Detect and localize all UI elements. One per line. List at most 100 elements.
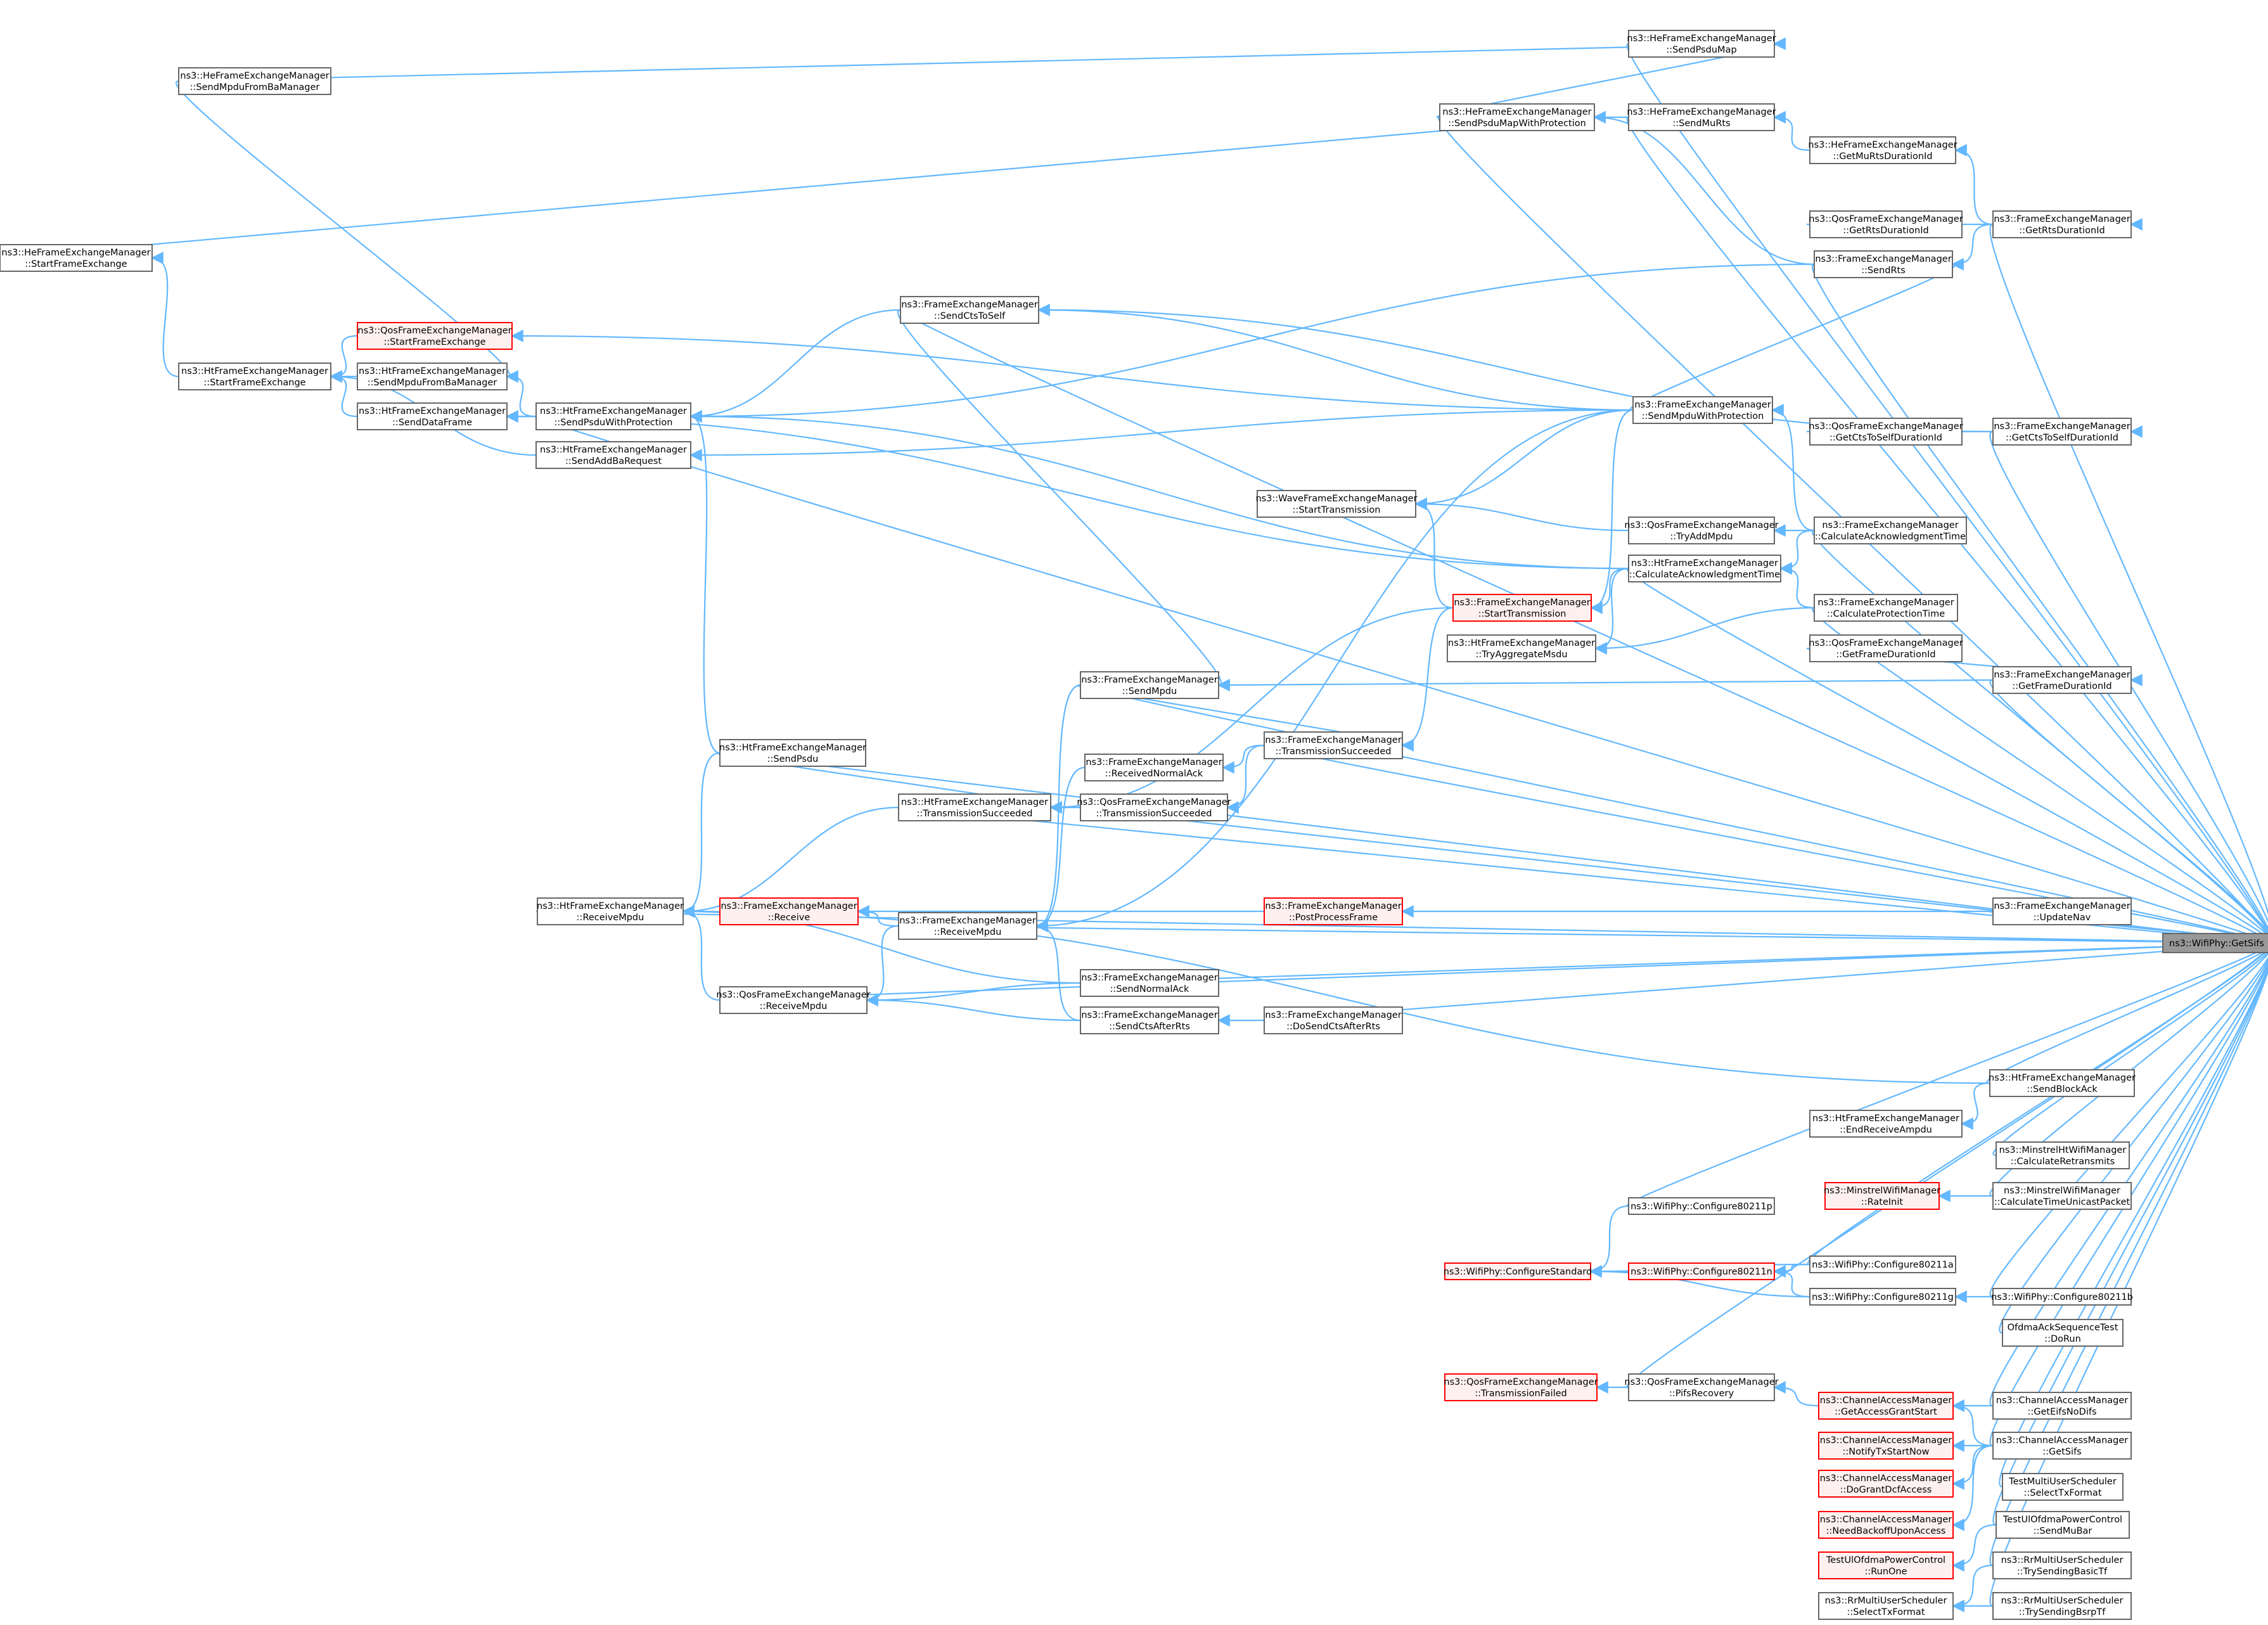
graph-node-testulofdma-runone[interactable]: TestUlOfdmaPowerControl::RunOne xyxy=(1818,1551,1954,1579)
node-box xyxy=(0,244,153,272)
graph-node-qos-receivempdu[interactable]: ns3::QosFrameExchangeManager::ReceiveMpd… xyxy=(716,986,871,1014)
graph-node-he-sendpsdumap[interactable]: ns3::HeFrameExchangeManager::SendPsduMap xyxy=(1627,30,1776,58)
graph-node-cam-geteifsnodifs[interactable]: ns3::ChannelAccessManager::GetEifsNoDifs xyxy=(1992,1392,2132,1420)
graph-node-ht-sendpsduwp[interactable]: ns3::HtFrameExchangeManager::SendPsduWit… xyxy=(535,402,691,430)
graph-node-qos-tryaddmpdu[interactable]: ns3::QosFrameExchangeManager::TryAddMpdu xyxy=(1624,517,1779,544)
graph-node-fem-calcprottime[interactable]: ns3::FrameExchangeManager::CalculateProt… xyxy=(1814,594,1958,622)
graph-node-wave-starttx[interactable]: ns3::WaveFrameExchangeManager::StartTran… xyxy=(1255,490,1418,518)
call-edge xyxy=(1414,409,1634,510)
call-edge xyxy=(1593,111,1815,266)
node-box xyxy=(1824,1182,1940,1210)
node-label-line: ns3::WifiPhy::Configure80211g xyxy=(1812,1292,1954,1302)
graph-node-ht-txsucceeded[interactable]: ns3::HtFrameExchangeManager::Transmissio… xyxy=(898,793,1051,821)
graph-node-getsifs[interactable]: ns3::WifiPhy::GetSifs xyxy=(2162,933,2268,953)
node-label-line: ns3::HtFrameExchangeManager xyxy=(1448,638,1595,648)
node-box xyxy=(1809,210,1963,238)
graph-node-ht-startfe[interactable]: ns3::HtFrameExchangeManager::StartFrameE… xyxy=(178,363,331,390)
node-label-line: ns3::ChannelAccessManager xyxy=(1996,1396,2129,1406)
graph-node-fem-postprocess[interactable]: ns3::FrameExchangeManager::PostProcessFr… xyxy=(1264,897,1403,925)
graph-node-ht-endreceiveampdu[interactable]: ns3::HtFrameExchangeManager::EndReceiveA… xyxy=(1809,1110,1963,1138)
graph-node-phy-cfg80211p[interactable]: ns3::WifiPhy::Configure80211p xyxy=(1628,1197,1775,1215)
graph-node-fem-sendctsafterrts[interactable]: ns3::FrameExchangeManager::SendCtsAfterR… xyxy=(1080,1006,1219,1034)
call-edge xyxy=(1079,684,2268,942)
call-edge xyxy=(151,252,179,378)
node-box xyxy=(1809,1288,1956,1306)
graph-node-fem-getctstoselfdur[interactable]: ns3::FrameExchangeManager::GetCtsToSelfD… xyxy=(1992,418,2132,446)
graph-node-ht-calcacktime[interactable]: ns3::HtFrameExchangeManager::CalculateAc… xyxy=(1628,555,1781,582)
call-edge xyxy=(1989,967,2268,1567)
graph-node-fem-txsucceeded[interactable]: ns3::FrameExchangeManager::TransmissionS… xyxy=(1264,731,1403,759)
call-edge xyxy=(176,80,518,383)
graph-node-ht-tryaggmsdu[interactable]: ns3::HtFrameExchangeManager::TryAggregat… xyxy=(1447,634,1596,662)
node-box xyxy=(1809,634,1963,662)
node-box xyxy=(1818,1470,1954,1498)
graph-node-min-calctime[interactable]: ns3::MinstrelWifiManager::CalculateTimeU… xyxy=(1992,1182,2132,1210)
graph-node-rr-selecttx[interactable]: ns3::RrMultiUserScheduler::SelectTxForma… xyxy=(1818,1592,1954,1620)
graph-node-testulofdma-sendmubar[interactable]: TestUlOfdmaPowerControl::SendMuBar xyxy=(1996,1511,2130,1539)
graph-node-fem-starttx[interactable]: ns3::FrameExchangeManager::StartTransmis… xyxy=(1452,594,1592,622)
graph-node-ofdmaack[interactable]: OfdmaAckSequenceTest::DoRun xyxy=(2002,1319,2124,1347)
graph-node-fem-receivempdu[interactable]: ns3::FrameExchangeManager::ReceiveMpdu xyxy=(898,912,1037,940)
graph-node-fem-sendnormalack[interactable]: ns3::FrameExchangeManager::SendNormalAck xyxy=(1080,969,1219,997)
graph-node-he-getmurtsdur[interactable]: ns3::HeFrameExchangeManager::GetMuRtsDur… xyxy=(1808,136,1957,164)
graph-node-fem-updatenav[interactable]: ns3::FrameExchangeManager::UpdateNav xyxy=(1992,897,2132,925)
node-label-line: ns3::WifiPhy::Configure80211b xyxy=(1991,1292,2133,1302)
graph-node-fem-recvnormalack[interactable]: ns3::FrameExchangeManager::ReceivedNorma… xyxy=(1084,754,1224,781)
graph-node-cam-getaccessgrant[interactable]: ns3::ChannelAccessManager::GetAccessGran… xyxy=(1818,1392,1954,1420)
graph-node-ht-sendaddba[interactable]: ns3::HtFrameExchangeManager::SendAddBaRe… xyxy=(535,441,691,469)
call-edge xyxy=(682,806,899,918)
graph-node-cam-getsifs[interactable]: ns3::ChannelAccessManager::GetSifs xyxy=(1992,1432,2132,1460)
call-edge xyxy=(1626,567,2268,939)
graph-node-qos-txfailed[interactable]: ns3::QosFrameExchangeManager::Transmissi… xyxy=(1444,1373,1598,1401)
node-box xyxy=(1809,418,1963,446)
graph-node-rr-bsrptf[interactable]: ns3::RrMultiUserScheduler::TrySendingBsr… xyxy=(1992,1592,2132,1620)
graph-node-qos-getrtsdur[interactable]: ns3::QosFrameExchangeManager::GetRtsDura… xyxy=(1809,210,1963,238)
graph-node-fem-sendmpduwp[interactable]: ns3::FrameExchangeManager::SendMpduWithP… xyxy=(1632,396,1773,424)
graph-node-he-sendpsdumapwp[interactable]: ns3::HeFrameExchangeManager::SendPsduMap… xyxy=(1439,103,1595,131)
graph-node-he-sendmurts[interactable]: ns3::HeFrameExchangeManager::SendMuRts xyxy=(1627,103,1776,131)
graph-node-minht-calcretrans[interactable]: ns3::MinstrelHtWifiManager::CalculateRet… xyxy=(1996,1141,2130,1169)
graph-node-rr-basictf[interactable]: ns3::RrMultiUserScheduler::TrySendingBas… xyxy=(1992,1551,2132,1579)
graph-node-phy-cfgstd[interactable]: ns3::WifiPhy::ConfigureStandard xyxy=(1444,1262,1592,1280)
call-edge xyxy=(689,263,1815,423)
node-label-line: ns3::ChannelAccessManager xyxy=(1820,1515,1952,1525)
graph-node-phy-cfg80211a[interactable]: ns3::WifiPhy::Configure80211a xyxy=(1809,1256,1956,1273)
graph-node-phy-cfg80211b[interactable]: ns3::WifiPhy::Configure80211b xyxy=(1991,1288,2133,1306)
graph-node-fem-getframedur[interactable]: ns3::FrameExchangeManager::GetFrameDurat… xyxy=(1992,666,2132,694)
graph-node-fem-sendctstoself[interactable]: ns3::FrameExchangeManager::SendCtsToSelf xyxy=(900,296,1039,324)
graph-node-ht-receivempdu[interactable]: ns3::HtFrameExchangeManager::ReceiveMpdu xyxy=(537,897,684,925)
graph-node-fem-sendrts[interactable]: ns3::FrameExchangeManager::SendRts xyxy=(1814,250,1953,278)
graph-node-fem-getrtsdur[interactable]: ns3::FrameExchangeManager::GetRtsDuratio… xyxy=(1992,210,2132,238)
graph-node-he-startfe[interactable]: ns3::HeFrameExchangeManager::StartFrameE… xyxy=(0,244,153,272)
graph-node-qos-getctstoselfdur[interactable]: ns3::QosFrameExchangeManager::GetCtsToSe… xyxy=(1809,418,1963,446)
node-box xyxy=(1628,555,1781,582)
node-label-line: ns3::QosFrameExchangeManager xyxy=(1809,638,1963,648)
graph-node-ht-sendmpdufromba[interactable]: ns3::HtFrameExchangeManager::SendMpduFro… xyxy=(357,363,508,390)
graph-node-qos-startfe[interactable]: ns3::QosFrameExchangeManager::StartFrame… xyxy=(357,322,513,350)
node-label-line: ns3::WifiPhy::GetSifs xyxy=(2169,939,2264,949)
graph-node-ht-sendpsdu[interactable]: ns3::HtFrameExchangeManager::SendPsdu xyxy=(719,739,866,767)
graph-node-fem-calcacktime[interactable]: ns3::FrameExchangeManager::CalculateAckn… xyxy=(1814,517,1967,544)
graph-node-phy-cfg80211n[interactable]: ns3::WifiPhy::Configure80211n xyxy=(1628,1262,1775,1280)
graph-node-fem-receive[interactable]: ns3::FrameExchangeManager::Receive xyxy=(719,897,859,925)
graph-node-phy-cfg80211g[interactable]: ns3::WifiPhy::Configure80211g xyxy=(1809,1288,1956,1306)
node-label-line: ::SelectTxFormat xyxy=(1847,1607,1925,1617)
graph-node-he-sendmpdufromba[interactable]: ns3::HeFrameExchangeManager::SendMpduFro… xyxy=(178,67,331,95)
graph-node-cam-notifytxstart[interactable]: ns3::ChannelAccessManager::NotifyTxStart… xyxy=(1818,1432,1954,1460)
graph-node-qos-pifsrecovery[interactable]: ns3::QosFrameExchangeManager::PifsRecove… xyxy=(1624,1373,1779,1401)
graph-node-ht-senddataframe[interactable]: ns3::HtFrameExchangeManager::SendDataFra… xyxy=(357,402,508,430)
graph-node-test-selecttx[interactable]: TestMultiUserScheduler::SelectTxFormat xyxy=(2002,1473,2124,1501)
node-box xyxy=(1628,1197,1775,1215)
node-label-line: ::CalculateRetransmits xyxy=(2011,1157,2115,1167)
graph-node-fem-sendmpdu[interactable]: ns3::FrameExchangeManager::SendMpdu xyxy=(1080,671,1219,699)
call-edge xyxy=(689,410,1629,570)
graph-node-ht-sendblockack[interactable]: ns3::HtFrameExchangeManager::SendBlockAc… xyxy=(1989,1069,2136,1097)
call-edge xyxy=(1222,744,1265,774)
graph-node-min-rateinit[interactable]: ns3::MinstrelWifiManager::RateInit xyxy=(1824,1182,1940,1210)
graph-node-qos-getframedur[interactable]: ns3::QosFrameExchangeManager::GetFrameDu… xyxy=(1809,634,1963,662)
graph-node-cam-dograntdcf[interactable]: ns3::ChannelAccessManager::DoGrantDcfAcc… xyxy=(1818,1470,1954,1498)
graph-node-qos-txsucceeded[interactable]: ns3::QosFrameExchangeManager::Transmissi… xyxy=(1077,793,1231,821)
graph-node-cam-needbackoff[interactable]: ns3::ChannelAccessManager::NeedBackoffUp… xyxy=(1818,1511,1954,1539)
graph-node-fem-dosendctsafterrts[interactable]: ns3::FrameExchangeManager::DoSendCtsAfte… xyxy=(1264,1006,1403,1034)
